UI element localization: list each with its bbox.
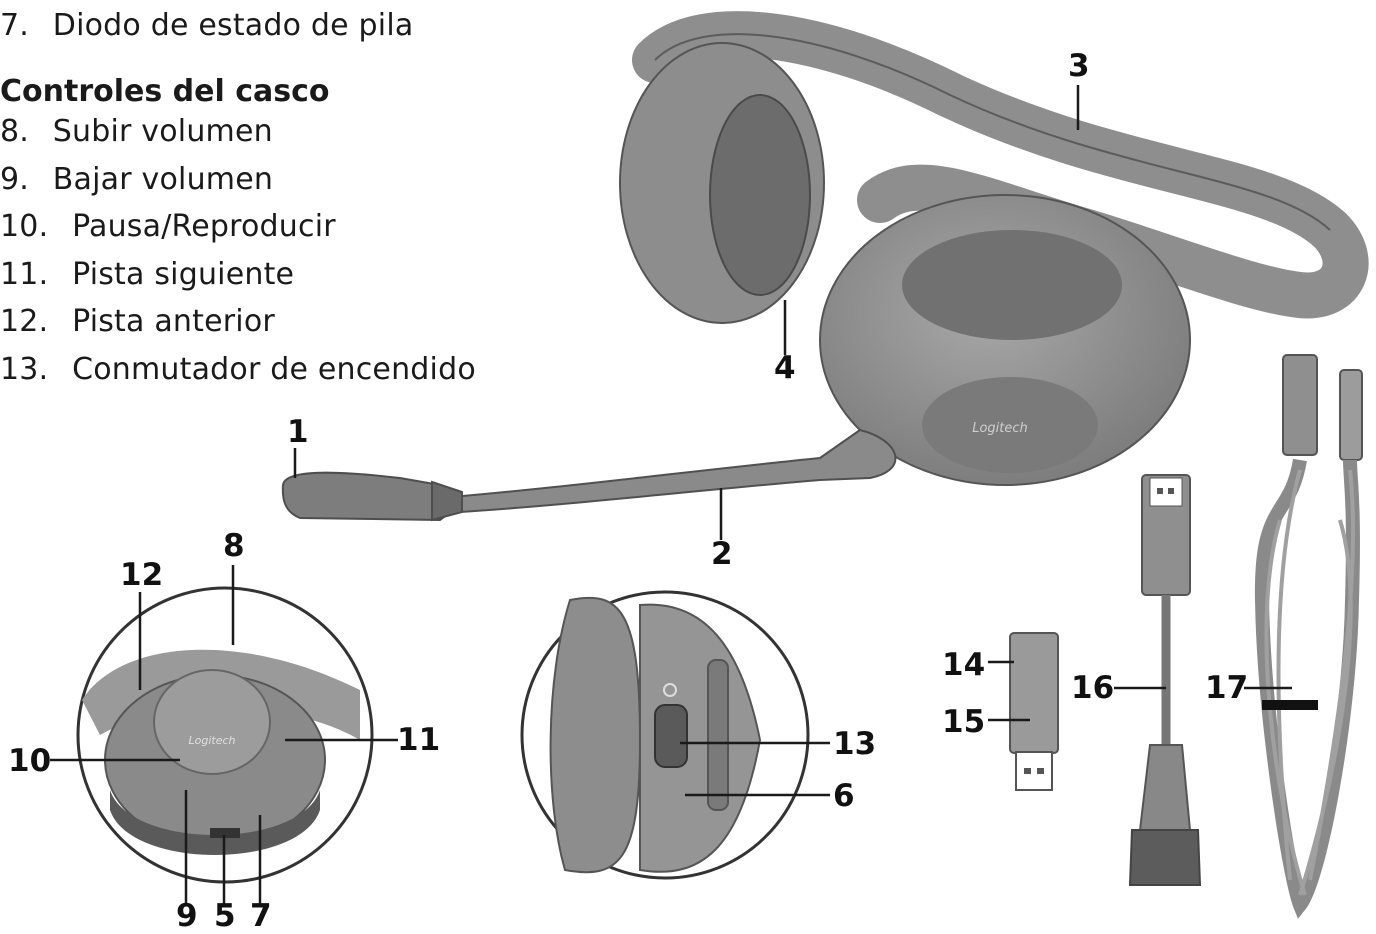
legend-label: Pausa/Reproducir	[72, 209, 336, 244]
legend-number: 10.	[0, 209, 49, 244]
legend-item-13: 13. Conmutador de encendido	[0, 352, 476, 387]
legend-item-9: 9. Bajar volumen	[0, 162, 273, 197]
callout-7: 7	[250, 898, 272, 934]
power-switch	[654, 704, 688, 768]
legend-number: 8.	[0, 114, 30, 149]
legend-item-7: 7. Diodo de estado de pila	[0, 8, 413, 43]
legend-label: Bajar volumen	[52, 162, 274, 197]
usb-socket-16	[1138, 744, 1192, 831]
legend-number: 12.	[0, 304, 49, 339]
usb-receiver	[1009, 632, 1059, 754]
callout-8: 8	[223, 528, 245, 564]
callout-13: 13	[833, 726, 877, 762]
control-center-button	[153, 669, 271, 775]
callout-3: 3	[1068, 48, 1090, 84]
callout-15: 15	[942, 704, 986, 740]
callout-11: 11	[397, 722, 441, 758]
legend-item-12: 12. Pista anterior	[0, 304, 275, 339]
callout-14: 14	[942, 647, 986, 683]
legend-number: 7.	[0, 8, 30, 43]
callout-6: 6	[833, 778, 855, 814]
legend-item-10: 10. Pausa/Reproducir	[0, 209, 336, 244]
legend-label: Subir volumen	[52, 114, 273, 149]
callout-17: 17	[1205, 670, 1249, 706]
legend-number: 13.	[0, 352, 49, 387]
callout-16: 16	[1071, 670, 1115, 706]
callout-10: 10	[8, 743, 52, 779]
legend-item-8: 8. Subir volumen	[0, 114, 273, 149]
mic-head	[281, 471, 462, 522]
legend-label: Diodo de estado de pila	[52, 8, 414, 43]
svg-text:Logitech: Logitech	[972, 421, 1028, 436]
legend-label: Conmutador de encendido	[72, 352, 476, 387]
callout-4: 4	[774, 350, 796, 386]
callout-9: 9	[176, 898, 198, 934]
callout-1: 1	[287, 414, 309, 450]
left-ear-cushion	[709, 94, 811, 296]
legend-number: 11.	[0, 257, 49, 292]
callout-2: 2	[711, 536, 733, 572]
coiled-cable	[1254, 458, 1360, 919]
logo-plate	[922, 377, 1098, 473]
usb-plug-17	[1282, 354, 1318, 456]
right-ear-pad	[902, 230, 1122, 340]
section-title: Controles del casco	[0, 74, 330, 109]
legend-label: Pista anterior	[72, 304, 275, 339]
callout-5: 5	[214, 898, 236, 934]
svg-text:Logitech: Logitech	[189, 734, 236, 747]
legend-number: 9.	[0, 162, 30, 197]
callout-12: 12	[120, 557, 164, 593]
legend-item-11: 11. Pista siguiente	[0, 257, 294, 292]
mic-boom	[437, 428, 897, 514]
legend-label: Pista siguiente	[72, 257, 295, 292]
